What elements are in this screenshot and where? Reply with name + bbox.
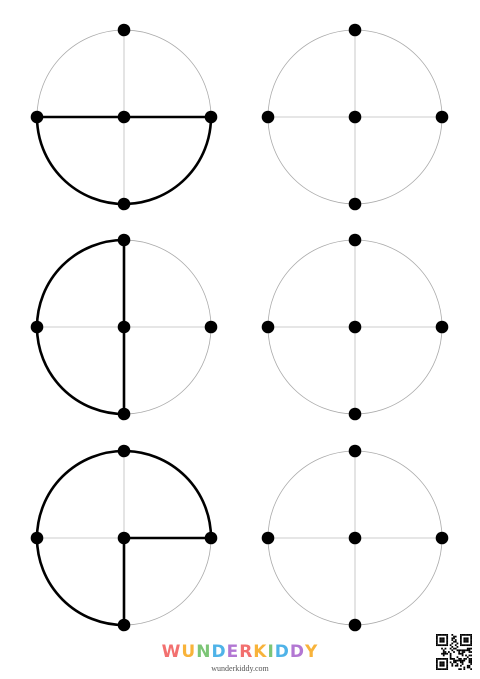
logo-letter: W — [161, 642, 182, 662]
tracing-dot — [117, 233, 131, 247]
tracing-dot — [348, 618, 362, 632]
tracing-dot — [348, 233, 362, 247]
tracing-dot — [435, 320, 449, 334]
tracing-dot — [348, 407, 362, 421]
qr-code-icon — [436, 634, 472, 670]
tracing-dot — [117, 23, 131, 37]
tracing-dot — [117, 110, 131, 124]
trace-arc — [35, 449, 213, 627]
website-url: wunderkiddy.com — [211, 664, 269, 673]
logo-letter: I — [267, 642, 275, 662]
tracing-dot — [261, 110, 275, 124]
tracing-dot — [117, 197, 131, 211]
tracing-dot — [117, 531, 131, 545]
wunderkiddy-logo: WUNDERKIDDY — [0, 643, 480, 661]
tracing-dot — [30, 110, 44, 124]
tracing-dot — [348, 444, 362, 458]
tracing-dot — [117, 618, 131, 632]
tracing-dot — [435, 110, 449, 124]
tracing-dot — [204, 320, 218, 334]
tracing-dot — [204, 531, 218, 545]
logo-letter: Y — [305, 642, 319, 662]
tracing-dot — [117, 407, 131, 421]
tracing-dot — [348, 197, 362, 211]
logo-letter: K — [253, 642, 268, 662]
tracing-dot — [30, 531, 44, 545]
logo-letter: D — [274, 642, 290, 662]
logo-letter: U — [181, 642, 197, 662]
tracing-dot — [261, 320, 275, 334]
tracing-dot — [348, 110, 362, 124]
tracing-dot — [117, 320, 131, 334]
logo-letter: N — [196, 642, 212, 662]
tracing-dot — [261, 531, 275, 545]
logo-letter: D — [289, 642, 306, 662]
logo-letter: E — [226, 642, 240, 662]
tracing-dot — [348, 23, 362, 37]
tracing-dot — [348, 531, 362, 545]
tracing-dot — [348, 320, 362, 334]
tracing-dot — [117, 444, 131, 458]
tracing-dot — [435, 531, 449, 545]
logo-letter: D — [211, 642, 227, 662]
logo-letter: R — [239, 642, 254, 662]
tracing-dot — [30, 320, 44, 334]
tracing-dot — [204, 110, 218, 124]
